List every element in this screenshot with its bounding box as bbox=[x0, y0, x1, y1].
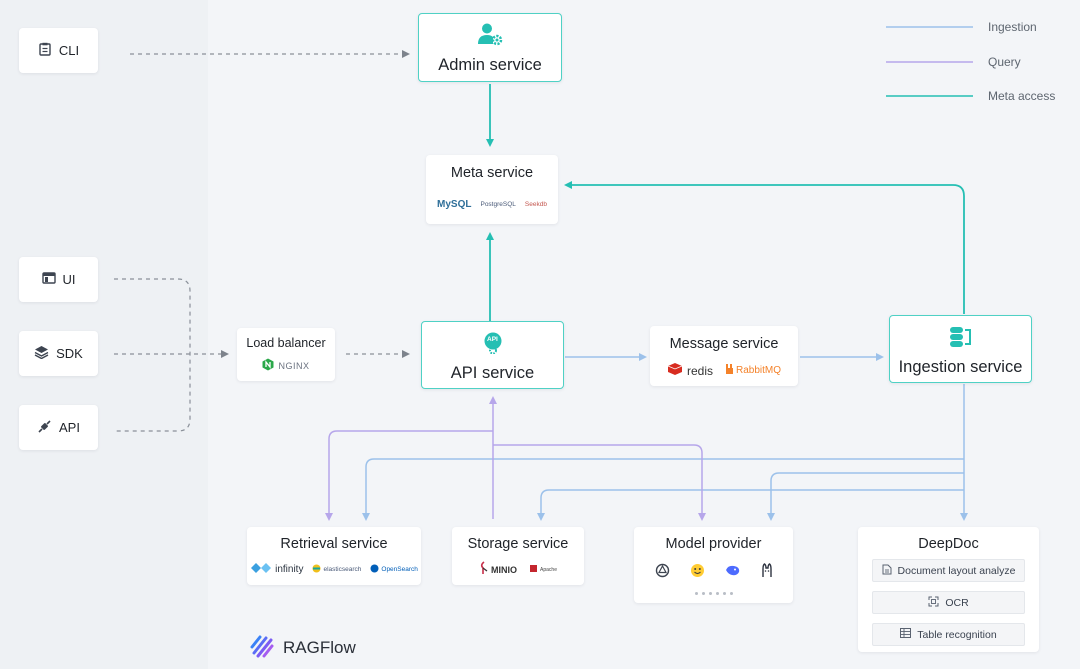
api-service-title: API service bbox=[450, 364, 535, 382]
redis-icon bbox=[667, 362, 683, 379]
sdk-client[interactable]: SDK bbox=[19, 331, 98, 376]
infinity-icon bbox=[250, 562, 272, 577]
ui-client[interactable]: UI bbox=[19, 257, 98, 302]
meta-service-title: Meta service bbox=[450, 165, 534, 181]
seekdb-logo: Seekdb bbox=[524, 201, 547, 208]
deepdoc-table-label: Table recognition bbox=[917, 628, 997, 641]
ingestion-to-model-link bbox=[767, 472, 964, 521]
deepdoc-ocr-row: OCR bbox=[872, 591, 1025, 614]
more-models-indicator bbox=[634, 589, 793, 595]
deepdoc-ocr-label: OCR bbox=[945, 596, 969, 609]
meta-service-node[interactable]: Meta service MySQL PostgreSQL Seekdb bbox=[426, 155, 558, 224]
redis-logo: redis bbox=[686, 363, 713, 378]
deepdoc-title: DeepDoc bbox=[918, 536, 979, 552]
message-service-title: Message service bbox=[669, 336, 779, 352]
ingestion-service-node[interactable]: Ingestion service bbox=[889, 315, 1032, 383]
api-client-label: API bbox=[59, 420, 80, 435]
opensearch-icon bbox=[370, 564, 379, 576]
message-service-node[interactable]: Message service redis RabbitMQ bbox=[650, 326, 798, 386]
mysql-logo: MySQL bbox=[437, 199, 472, 210]
api-to-retrieval-link bbox=[325, 430, 493, 521]
model-provider-title: Model provider bbox=[665, 536, 762, 552]
admin-user-gear-icon bbox=[477, 22, 503, 51]
legend-label-ingestion: Ingestion bbox=[988, 20, 1037, 34]
cli-client[interactable]: CLI bbox=[19, 28, 98, 73]
load-balancer-node[interactable]: Load balancer NGINX bbox=[237, 328, 335, 381]
cli-icon bbox=[38, 42, 52, 59]
table-icon bbox=[900, 628, 912, 641]
nginx-logo: NGINX bbox=[278, 361, 310, 371]
legend-label-query: Query bbox=[988, 55, 1021, 69]
sdk-icon bbox=[34, 345, 49, 362]
retrieval-service-node[interactable]: Retrieval service infinity elasticsearch… bbox=[247, 527, 421, 585]
deepdoc-layout-label: Document layout analyze bbox=[897, 564, 1016, 577]
plug-icon bbox=[37, 419, 52, 437]
ui-label: UI bbox=[62, 272, 76, 287]
ollama-icon bbox=[761, 563, 773, 581]
scan-icon bbox=[928, 596, 939, 610]
apache-logo: Apache bbox=[540, 566, 557, 573]
huggingface-icon bbox=[690, 563, 705, 581]
sdk-label: SDK bbox=[56, 346, 83, 361]
minio-logo: MINIO bbox=[491, 564, 518, 575]
load-balancer-title: Load balancer bbox=[246, 336, 326, 350]
api-service-node[interactable]: API API service bbox=[421, 321, 564, 389]
admin-service-node[interactable]: Admin service bbox=[418, 13, 562, 82]
opensearch-logo: OpenSearch bbox=[381, 566, 418, 573]
retrieval-service-title: Retrieval service bbox=[280, 536, 388, 552]
ragflow-brand: RAGFlow bbox=[249, 632, 356, 663]
rabbitmq-logo: RabbitMQ bbox=[736, 365, 782, 376]
rabbitmq-icon bbox=[725, 364, 734, 377]
ragflow-wordmark: RAGFlow bbox=[283, 637, 356, 657]
document-icon bbox=[882, 564, 892, 578]
elasticsearch-icon bbox=[312, 564, 321, 576]
ingestion-to-storage-link bbox=[537, 489, 964, 521]
deepseek-icon bbox=[725, 564, 741, 580]
admin-service-title: Admin service bbox=[438, 56, 542, 74]
storage-service-title: Storage service bbox=[467, 536, 569, 552]
deepdoc-node[interactable]: DeepDoc Document layout analyze OCR Tabl… bbox=[858, 527, 1039, 652]
ingestion-service-title: Ingestion service bbox=[898, 358, 1023, 376]
cli-label: CLI bbox=[58, 43, 80, 58]
postgresql-logo: PostgreSQL bbox=[480, 201, 516, 208]
ragflow-logo-icon bbox=[249, 632, 275, 663]
openai-icon bbox=[655, 563, 670, 581]
deepdoc-layout-row: Document layout analyze bbox=[872, 559, 1025, 582]
ingestion-to-retrieval-link bbox=[362, 458, 964, 521]
nginx-icon bbox=[262, 358, 274, 374]
model-provider-node[interactable]: Model provider bbox=[634, 527, 793, 603]
api-client[interactable]: API bbox=[19, 405, 98, 450]
ingestion-icon bbox=[949, 326, 973, 353]
storage-service-node[interactable]: Storage service MINIO Apache bbox=[452, 527, 584, 585]
apache-icon bbox=[529, 564, 538, 576]
ui-icon bbox=[41, 271, 56, 288]
api-gear-icon bbox=[481, 332, 505, 359]
clients-merge-link bbox=[114, 278, 227, 432]
legend-label-meta-access: Meta access bbox=[988, 89, 1056, 103]
infinity-logo: infinity bbox=[275, 564, 304, 575]
ingestion-to-meta-link bbox=[564, 181, 965, 314]
api-to-model-link bbox=[493, 444, 706, 521]
elasticsearch-logo: elasticsearch bbox=[323, 566, 362, 573]
deepdoc-table-row: Table recognition bbox=[872, 623, 1025, 646]
api-icon-label: API bbox=[487, 336, 498, 343]
minio-icon bbox=[479, 561, 488, 578]
